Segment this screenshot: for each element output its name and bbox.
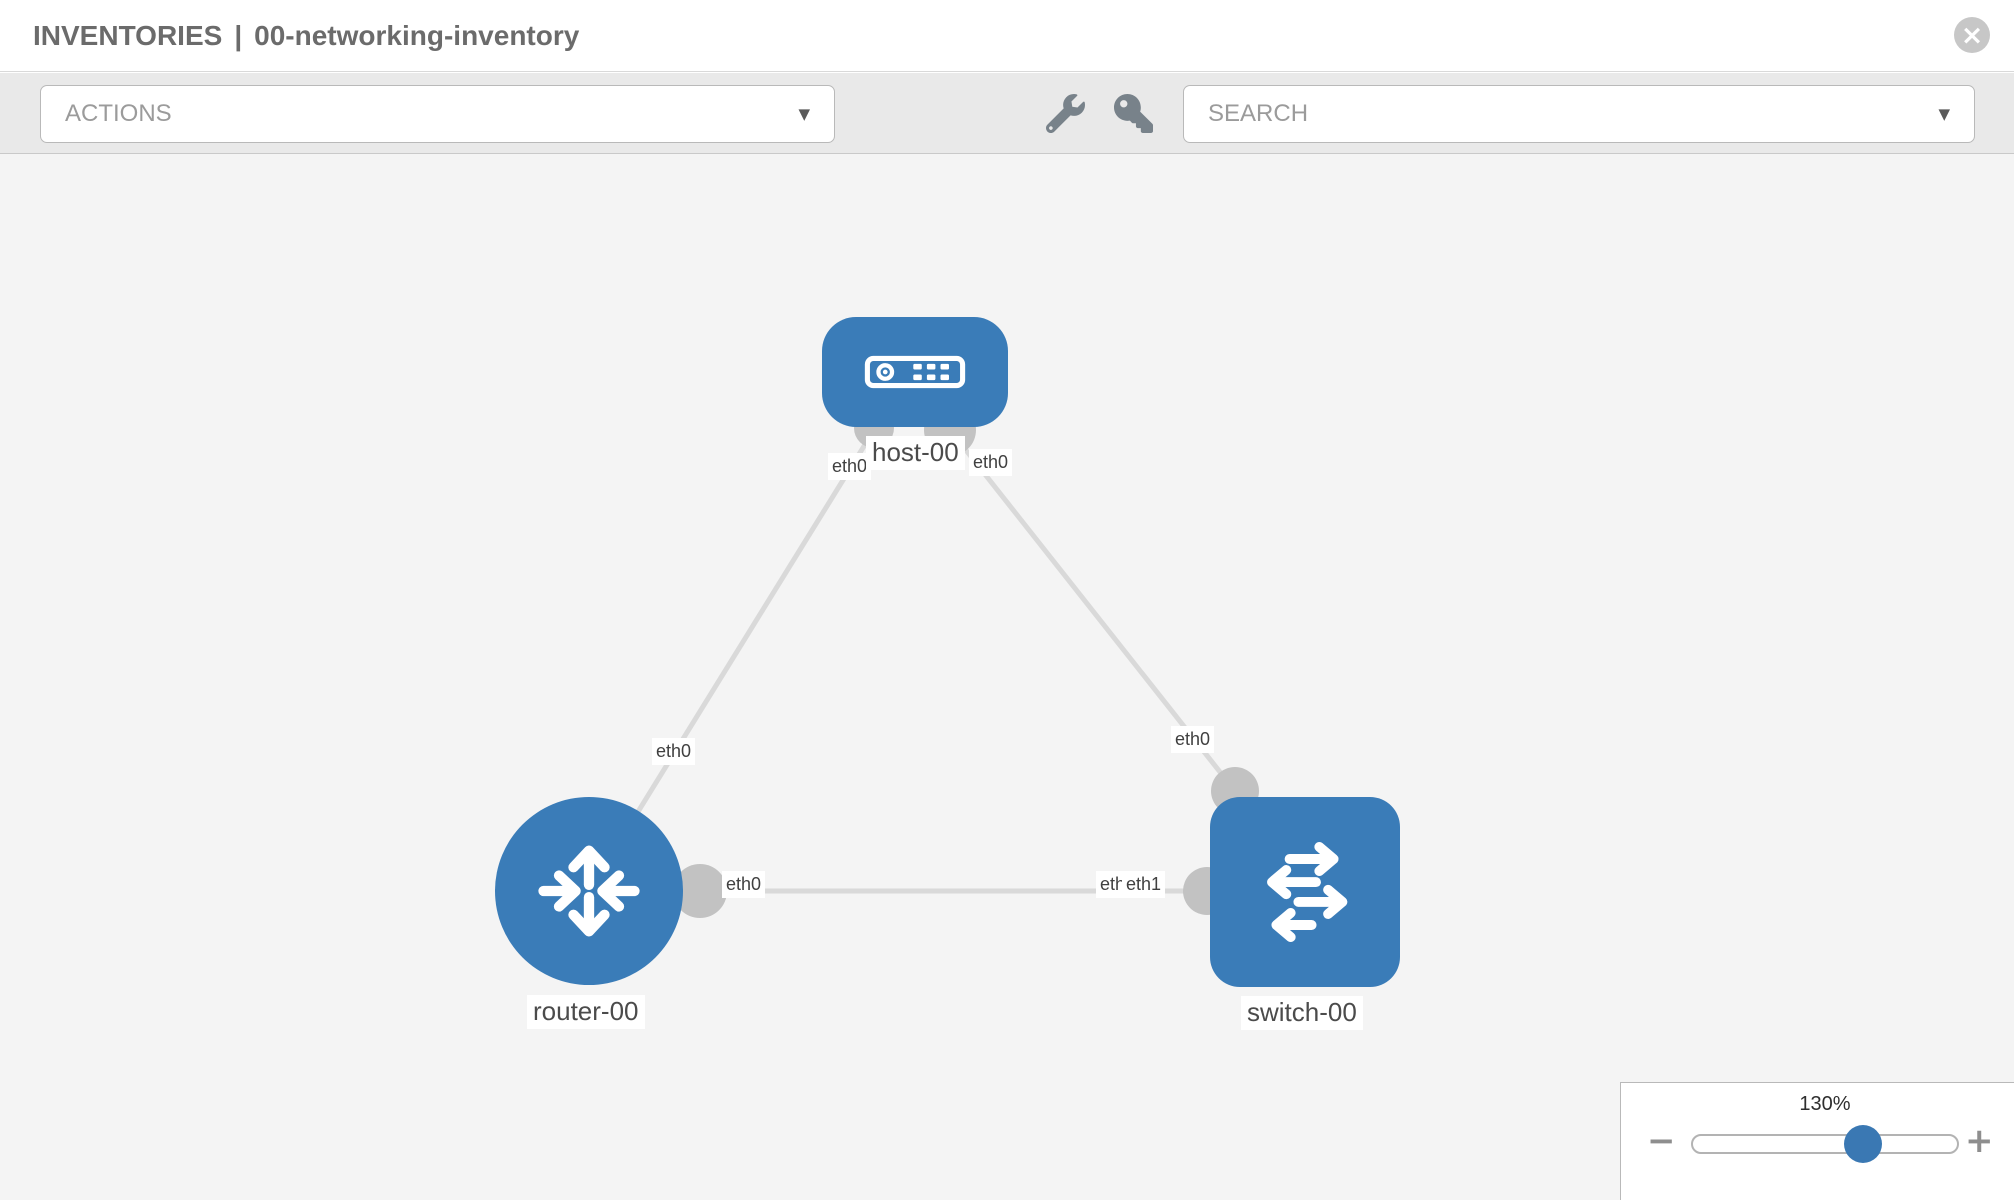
interface-label: eth0 <box>969 449 1013 476</box>
actions-dropdown[interactable]: ACTIONS ▼ <box>40 85 835 143</box>
switch-arrows-icon <box>1267 841 1348 943</box>
node-router-00[interactable] <box>495 797 683 985</box>
router-arrows-icon <box>538 845 640 937</box>
caret-down-icon: ▼ <box>1938 105 1950 123</box>
x-circle-icon: × <box>1960 19 1984 51</box>
toolbar: ACTIONS ▼ SEARCH ▼ <box>0 73 2014 154</box>
interface-label: eth0 <box>828 453 872 480</box>
node-label-switch-00[interactable]: switch-00 <box>1241 996 1363 1030</box>
caret-down-icon: ▼ <box>798 105 810 123</box>
node-host-00[interactable] <box>822 317 1008 427</box>
close-button[interactable]: × <box>1954 17 1990 53</box>
page-title: INVENTORIES | 00-networking-inventory <box>33 20 579 52</box>
zoom-level-label: 130% <box>1799 1093 1851 1115</box>
header: INVENTORIES | 00-networking-inventory × <box>0 0 2014 72</box>
node-label-router-00[interactable]: router-00 <box>527 995 645 1029</box>
zoom-slider-knob[interactable] <box>1844 1125 1882 1163</box>
search-dropdown[interactable]: SEARCH ▼ <box>1183 85 1975 143</box>
zoom-out-button[interactable]: − <box>1647 1121 1676 1161</box>
search-dropdown-label: SEARCH <box>1208 100 1309 127</box>
inventory-name: 00-networking-inventory <box>254 19 580 51</box>
interface-label: eth0 <box>722 871 766 898</box>
zoom-in-button[interactable]: + <box>1965 1121 1994 1161</box>
node-switch-00[interactable] <box>1210 797 1400 987</box>
node-label-host-00[interactable]: host-00 <box>866 436 965 470</box>
wrench-icon[interactable] <box>1045 94 1085 134</box>
topology-canvas[interactable]: eth0 eth0 eth0 eth0 eth0 eth0 eth1 host-… <box>0 154 2014 1200</box>
zoom-slider-track[interactable] <box>1691 1134 1959 1154</box>
interface-label: eth0 <box>652 738 696 765</box>
interface-label: eth1 <box>1122 871 1166 898</box>
links-layer <box>586 404 1259 918</box>
interface-label: eth0 <box>1171 726 1215 753</box>
key-icon[interactable] <box>1114 94 1153 133</box>
zoom-panel: 130% − + <box>1620 1082 2014 1200</box>
actions-dropdown-label: ACTIONS <box>65 100 172 127</box>
interface-connector[interactable] <box>673 864 727 918</box>
host-device-icon <box>864 355 966 389</box>
breadcrumb-section: INVENTORIES <box>33 19 223 51</box>
breadcrumb-separator: | <box>234 19 243 51</box>
